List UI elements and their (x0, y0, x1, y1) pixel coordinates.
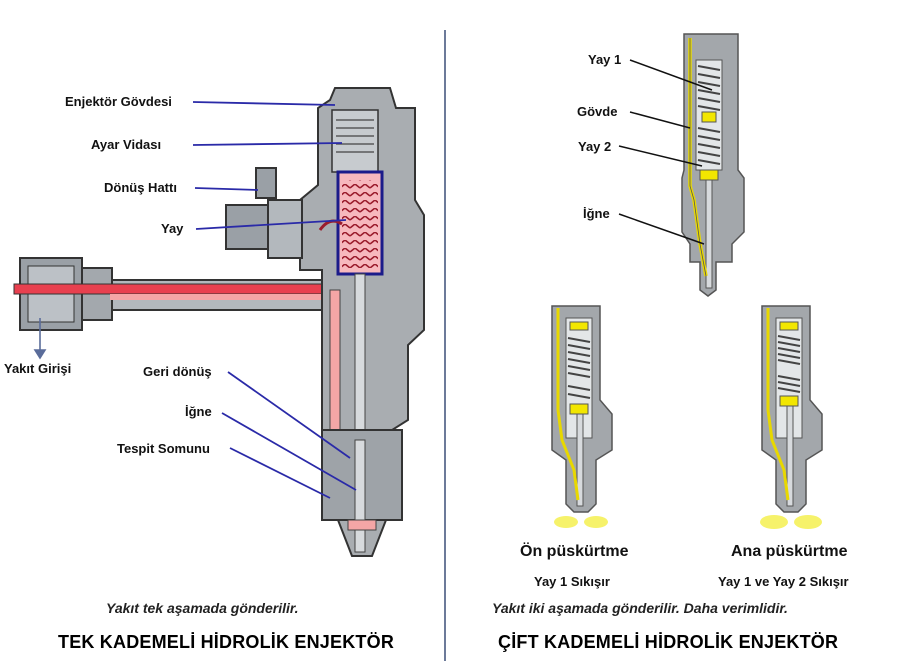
main-injection-nozzle (760, 305, 823, 529)
caption-two-stage: Yakıt iki aşamada gönderilir. Daha verim… (492, 600, 788, 616)
two-stage-spring-2 (697, 127, 721, 165)
single-stage-injector: Enjektör Gövdesi Ayar Vidası Dönüş Hattı… (4, 87, 425, 557)
title-single-stage: TEK KADEMELİ HİDROLİK ENJEKTÖR (58, 632, 395, 652)
label-needle-two-stage: İğne (583, 206, 610, 221)
pre-injection-nozzle (551, 305, 613, 528)
title-two-stage: ÇİFT KADEMELİ HİDROLİK ENJEKTÖR (498, 632, 839, 652)
spray-left (554, 516, 578, 528)
return-line-fitting (225, 167, 343, 259)
label-spring-1: Yay 1 (588, 52, 621, 67)
caption-single-stage: Yakıt tek aşamada gönderilir. (106, 600, 299, 616)
label-nozzle-nut: Tespit Somunu (117, 441, 210, 456)
nozzle-nut (321, 429, 403, 557)
two-stage-injector: Yay 1 Gövde Yay 2 İğne (577, 33, 745, 297)
label-needle: İğne (185, 404, 212, 419)
stage-name-main: Ana püskürtme (731, 543, 848, 560)
label-fuel-inlet: Yakıt Girişi (4, 361, 71, 376)
spray-right (794, 515, 822, 529)
injector-body (299, 87, 425, 525)
label-body: Gövde (577, 104, 617, 119)
label-return-line: Dönüş Hattı (104, 180, 177, 195)
stage-sub-main: Yay 1 ve Yay 2 Sıkışır (718, 574, 849, 589)
label-injector-body: Enjektör Gövdesi (65, 94, 172, 109)
two-stage-spring-1 (697, 65, 721, 111)
label-return-flow: Geri dönüş (143, 364, 212, 379)
spray-left (760, 515, 788, 529)
stage-name-pre: Ön püskürtme (520, 543, 629, 560)
label-spring: Yay (161, 221, 184, 236)
left-leader-lines (192, 101, 357, 499)
fuel-inlet-arrow (33, 318, 47, 360)
right-leader-lines (618, 59, 713, 245)
stage-sub-pre: Yay 1 Sıkışır (534, 574, 610, 589)
spray-right (584, 516, 608, 528)
label-spring-2: Yay 2 (578, 139, 611, 154)
label-adjust-screw: Ayar Vidası (91, 137, 161, 152)
